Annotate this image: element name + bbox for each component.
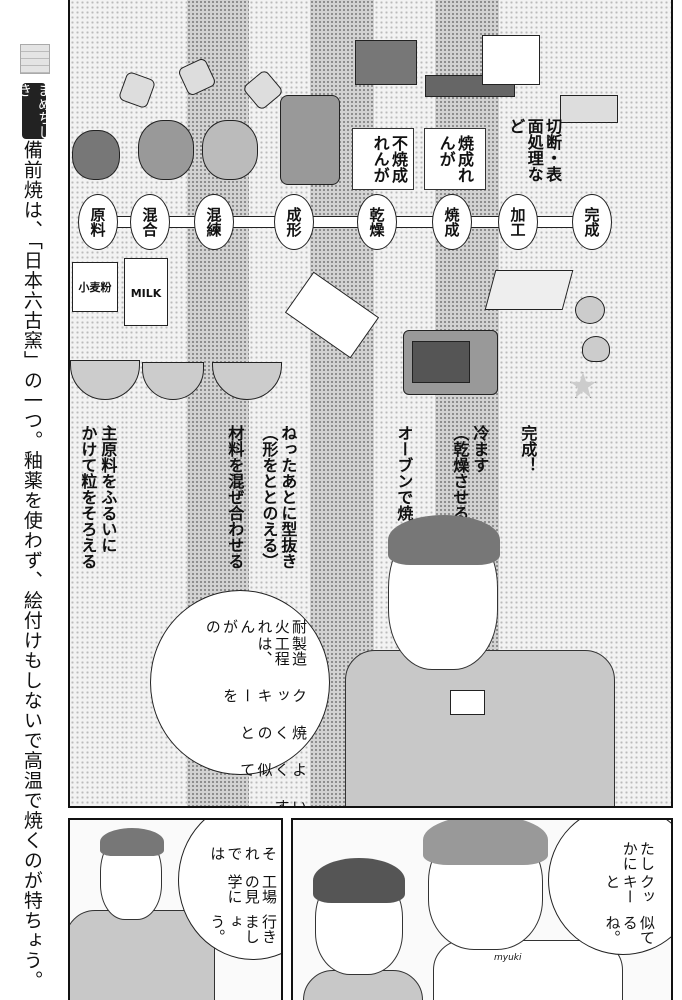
name-tag	[450, 690, 485, 715]
speech-bubble: たしかに クッキーと 似てるね。	[548, 820, 671, 955]
processing-label: 切断・表面処理など	[506, 118, 563, 182]
staff-body	[345, 650, 615, 806]
heart-cookie	[582, 336, 610, 362]
speech-text: 耐火れんがの 製造工程は、 クッキーを 焼くのと よく似て います。	[203, 619, 309, 806]
step-raw-material: 原料	[78, 194, 118, 250]
speech-bubble: 耐火れんがの 製造工程は、 クッキーを 焼くのと よく似て います。	[150, 590, 330, 806]
speech-line: それでは	[208, 846, 278, 861]
trivia-badge: まめちしき	[16, 83, 52, 139]
kneader-pot	[202, 120, 258, 180]
step-mixing: 混合	[130, 194, 170, 250]
speech-line: よく似て	[238, 762, 308, 777]
flour-bag: 小麦粉	[72, 262, 118, 312]
bear-cookie	[575, 296, 605, 324]
speech-line: 耐火れんがの	[203, 619, 308, 634]
trivia-text: 備前焼は、「日本六古窯」の一つ。釉薬を使わず、絵付けもしないで高温で焼くのが特ち…	[20, 140, 43, 991]
finished-brick	[560, 95, 618, 123]
kiln	[482, 35, 540, 85]
speech-line: 焼くのと	[238, 725, 308, 740]
unfired-brick-label-box: 不焼成れんが	[352, 128, 414, 190]
raw-material-pot	[72, 130, 120, 180]
unfired-brick-label: 不焼成れんが	[370, 135, 408, 183]
oven	[403, 330, 498, 395]
step-drying: 乾燥	[357, 194, 397, 250]
speech-line: たしかに	[620, 841, 656, 871]
process-panel: 不焼成れんが 焼成れんが 切断・表面処理など 原料 混合 混練 成形 乾燥 焼成…	[68, 0, 673, 808]
cut-text-1: ねったあとに型抜き	[278, 425, 298, 569]
step-firing: 焼成	[432, 194, 472, 250]
boy-hair	[313, 858, 405, 903]
press-machine	[280, 95, 340, 185]
cool-text-2: （乾燥させる）	[450, 425, 470, 537]
panel-staff: それでは 工場の見学に 行きましょう。	[68, 818, 283, 1000]
sift-text-1: 主原料をふるいに	[98, 425, 118, 553]
dryer-block	[355, 40, 417, 85]
milk-carton: MILK	[124, 258, 168, 326]
milk-label: MILK	[130, 287, 162, 300]
step-kneading: 混練	[194, 194, 234, 250]
shirt-text: myuki	[494, 953, 522, 963]
cool-text-1: 冷ます	[470, 425, 490, 473]
column-stripe	[70, 0, 124, 806]
mixer-pot	[138, 120, 194, 180]
staff-hair	[388, 515, 500, 565]
staff-hair	[100, 828, 164, 856]
step-forming: 成形	[274, 194, 314, 250]
fired-brick-label-box: 焼成れんが	[424, 128, 486, 190]
cut-text-2: （形をととのえる）	[259, 425, 279, 569]
speech-line: 似てるね。	[603, 915, 657, 946]
girl-hair	[423, 820, 548, 865]
step-complete: 完成	[572, 194, 612, 250]
bake-text: オーブンで焼く	[394, 425, 414, 537]
speech-line: 製造工程は、	[255, 636, 309, 666]
step-processing: 加工	[498, 194, 538, 250]
speech-line: クッキーを	[221, 688, 308, 703]
done-text: 完成！	[518, 425, 538, 473]
speech-text: たしかに クッキーと 似てるね。	[603, 841, 657, 954]
speech-line: クッキーと	[603, 874, 657, 905]
girl-body: myuki	[433, 940, 623, 1000]
flour-label: 小麦粉	[78, 281, 112, 294]
panel-kids: myuki たしかに クッキーと 似てるね。	[291, 818, 673, 1000]
speech-line: 工場の見学に	[225, 873, 279, 904]
cooling-rack	[484, 270, 574, 310]
speech-line: います。	[204, 799, 308, 806]
speech-text: それでは 工場の見学に 行きましょう。	[208, 846, 279, 959]
speech-line: 行きましょう。	[208, 914, 278, 945]
brick-icon	[20, 44, 50, 74]
sift-text-2: かけて粒をそろえる	[78, 425, 98, 569]
mix-text: 材料を混ぜ合わせる	[225, 425, 245, 569]
fired-brick-label: 焼成れんが	[436, 135, 474, 183]
